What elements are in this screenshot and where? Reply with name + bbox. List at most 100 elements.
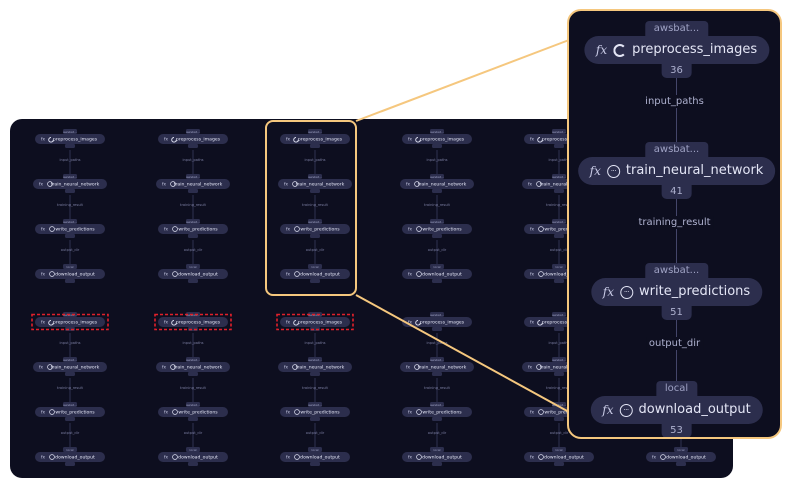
edge-label: input_paths bbox=[182, 341, 203, 345]
node-name: download_output bbox=[422, 455, 462, 461]
pending-icon bbox=[294, 271, 300, 277]
node-pill[interactable] bbox=[278, 362, 352, 372]
executor-tag bbox=[186, 402, 200, 407]
node-name: train_neural_network bbox=[625, 163, 764, 178]
node-count bbox=[310, 279, 320, 283]
function-icon: fx bbox=[286, 320, 290, 325]
executor-tag-text: awsbat... bbox=[63, 313, 77, 317]
pending-icon bbox=[172, 454, 178, 460]
failed-node-outline bbox=[154, 313, 232, 331]
node-name: download_output bbox=[638, 402, 751, 417]
pending-icon bbox=[49, 454, 55, 460]
node-pill[interactable]: fx ··· download_output bbox=[590, 396, 763, 424]
executor-tag-text: local bbox=[67, 265, 74, 269]
node-count bbox=[554, 279, 564, 283]
node-count bbox=[188, 279, 198, 283]
function-icon: fx bbox=[284, 182, 288, 187]
function-icon: fx bbox=[528, 365, 532, 370]
node-pill[interactable]: fx ··· train_neural_network bbox=[577, 157, 776, 185]
edge-label: training_result bbox=[635, 216, 714, 229]
executor-tag bbox=[63, 219, 77, 224]
function-icon: fx bbox=[41, 227, 45, 232]
function-icon: fx bbox=[286, 227, 290, 232]
executor-tag bbox=[186, 174, 200, 179]
executor-tag-text: local bbox=[190, 265, 197, 269]
node-name: write_predictions bbox=[422, 227, 462, 233]
failed-node-outline bbox=[31, 313, 109, 331]
failed-node-outline bbox=[276, 313, 354, 331]
node-pill[interactable]: fx preprocess_images bbox=[583, 36, 770, 64]
node-pill[interactable] bbox=[156, 179, 230, 189]
function-icon: fx bbox=[595, 43, 608, 57]
node-name: preprocess_images bbox=[176, 137, 221, 143]
node-name: write_predictions bbox=[178, 227, 218, 233]
executor-tag-text: local bbox=[678, 448, 685, 452]
executor-tag-text: local bbox=[434, 448, 441, 452]
pending-icon bbox=[47, 181, 53, 187]
zoom-node-download[interactable]: local fx ··· download_output 53 bbox=[569, 381, 780, 437]
node-pill[interactable] bbox=[33, 362, 107, 372]
node-name: preprocess_images bbox=[542, 137, 587, 143]
executor-tag bbox=[308, 174, 322, 179]
node-count: 53 bbox=[661, 424, 692, 437]
executor-tag bbox=[63, 129, 77, 134]
pending-icon bbox=[172, 409, 178, 415]
executor-tag bbox=[308, 264, 322, 269]
edge-line bbox=[676, 197, 677, 292]
zoom-node-write[interactable]: awsbat... fx ··· write_predictions 51 bbox=[569, 263, 780, 323]
executor-tag bbox=[308, 402, 322, 407]
node-pill[interactable] bbox=[278, 179, 352, 189]
node-count bbox=[432, 462, 442, 466]
function-icon: fx bbox=[530, 455, 534, 460]
function-icon: fx bbox=[286, 137, 290, 142]
edge-label: output_dir bbox=[428, 248, 447, 252]
executor-tag bbox=[430, 219, 444, 224]
node-pill[interactable] bbox=[33, 179, 107, 189]
spinner-icon bbox=[171, 137, 177, 143]
pending-icon bbox=[292, 364, 298, 370]
node-count bbox=[432, 417, 442, 421]
function-icon: fx bbox=[286, 455, 290, 460]
node-count bbox=[676, 462, 686, 466]
edge-label: output_dir bbox=[306, 431, 325, 435]
executor-tag bbox=[308, 129, 322, 134]
node-name: download_output bbox=[300, 455, 340, 461]
executor-tag-text: awsbat... bbox=[186, 313, 200, 317]
node-count bbox=[310, 417, 320, 421]
node-name: train_neural_network bbox=[174, 365, 223, 371]
function-icon: fx bbox=[408, 320, 412, 325]
executor-tag bbox=[308, 219, 322, 224]
node-name: download_output bbox=[55, 455, 95, 461]
edge-label: training_result bbox=[546, 203, 572, 207]
pending-icon bbox=[292, 181, 298, 187]
edge-label: training_result bbox=[424, 203, 450, 207]
pending-icon bbox=[538, 271, 544, 277]
node-pill[interactable] bbox=[156, 362, 230, 372]
edge-line bbox=[676, 77, 677, 167]
function-icon: fx bbox=[41, 455, 45, 460]
zoom-panel: awsbat... fx preprocess_images 36 input_… bbox=[567, 9, 782, 439]
node-count bbox=[554, 234, 564, 238]
executor-tag-text: awsbat... bbox=[430, 358, 444, 362]
pending-icon bbox=[294, 226, 300, 232]
node-count bbox=[65, 372, 75, 376]
pending-icon bbox=[414, 181, 420, 187]
executor-tag-text: local bbox=[556, 265, 563, 269]
zoom-node-train[interactable]: awsbat... fx ··· train_neural_network 41 bbox=[569, 142, 780, 202]
executor-tag-text: awsbat... bbox=[63, 130, 77, 134]
node-pill[interactable]: fx ··· write_predictions bbox=[590, 278, 763, 306]
node-name: download_output bbox=[300, 272, 340, 278]
edge-label: training_result bbox=[180, 386, 206, 390]
edge-label: input_paths bbox=[426, 341, 447, 345]
node-pill[interactable] bbox=[400, 179, 474, 189]
zoom-node-preprocess[interactable]: awsbat... fx preprocess_images 36 bbox=[569, 21, 780, 81]
